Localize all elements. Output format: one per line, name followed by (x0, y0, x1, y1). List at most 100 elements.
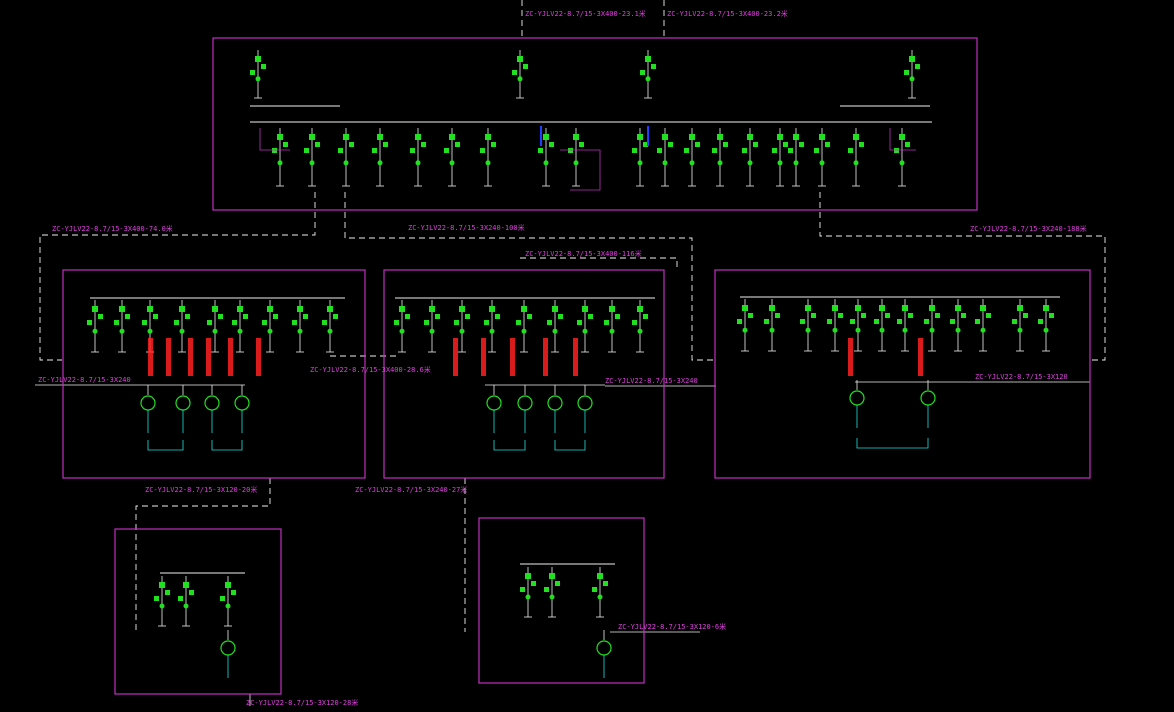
ct-symbol (555, 581, 560, 586)
ct-symbol (465, 314, 470, 319)
bottom-cabinet (592, 567, 608, 618)
mid-cabinet (454, 300, 470, 353)
transformer-icon (220, 640, 236, 656)
ct-symbol (775, 313, 780, 318)
lower-cabinet (410, 128, 426, 187)
ct-symbol (527, 314, 532, 319)
mid-cabinet (394, 300, 410, 353)
ct-symbol (512, 70, 517, 75)
transformer-icon (175, 395, 191, 411)
transformer-icon (517, 395, 533, 411)
breaker-symbol (255, 56, 261, 62)
ct-symbol (753, 142, 758, 147)
substation-frame-left (62, 269, 366, 479)
transformer (486, 385, 502, 433)
ct-symbol (273, 314, 278, 319)
ct-symbol (764, 319, 769, 324)
breaker-symbol (159, 582, 165, 588)
ct-symbol (577, 320, 582, 325)
meter-symbol (832, 327, 838, 333)
ct-symbol (811, 313, 816, 318)
mid-cabinet (1038, 299, 1054, 352)
red-feeder-tag (148, 338, 153, 376)
ct-symbol (986, 313, 991, 318)
cable-label-left-center: ZC-YJLV22-8.7/15-3X400-28.6米 (310, 365, 431, 374)
breaker-symbol (277, 134, 283, 140)
ct-symbol (772, 148, 777, 153)
lv-link-1 (147, 440, 184, 451)
ct-symbol (549, 142, 554, 147)
breaker-symbol (521, 306, 527, 312)
ct-symbol (904, 70, 909, 75)
ct-symbol (588, 314, 593, 319)
ct-symbol (558, 314, 563, 319)
ct-symbol (421, 142, 426, 147)
upper-cabinet (640, 50, 656, 99)
substation-frame-center (383, 269, 665, 479)
breaker-symbol (237, 306, 243, 312)
meter-symbol (902, 327, 908, 333)
meter-symbol (255, 76, 261, 82)
ct-symbol (283, 142, 288, 147)
breaker-symbol (645, 56, 651, 62)
red-feeder-tag (510, 338, 515, 376)
bottom-switchgear-cabinets (154, 567, 608, 627)
breaker-symbol (449, 134, 455, 140)
red-feeder-tag (573, 338, 578, 376)
lower-cabinet (272, 128, 288, 187)
ct-symbol (292, 320, 297, 325)
ct-symbol (783, 142, 788, 147)
meter-symbol (521, 328, 527, 334)
meter-symbol (980, 327, 986, 333)
ct-symbol (915, 64, 920, 69)
breaker-symbol (597, 573, 603, 579)
meter-symbol (237, 328, 243, 334)
meter-symbol (609, 328, 615, 334)
ct-symbol (480, 148, 485, 153)
metering-link-left (259, 128, 290, 151)
ct-symbol (304, 148, 309, 153)
ct-symbol (684, 148, 689, 153)
lower-cabinet (338, 128, 354, 187)
lower-cabinet (712, 128, 728, 187)
transformer-icon (204, 395, 220, 411)
main-substation-frame (212, 37, 978, 211)
cable-label-link-route: ZC-YJLV22-8.7/15-3X400-116米 (525, 249, 642, 258)
meter-symbol (637, 160, 643, 166)
meter-symbol (747, 160, 753, 166)
breaker-symbol (637, 134, 643, 140)
breaker-symbol (183, 582, 189, 588)
ct-symbol (788, 148, 793, 153)
ct-symbol (897, 319, 902, 324)
breaker-symbol (399, 306, 405, 312)
red-feeder-tag (228, 338, 233, 376)
cable-route-1 (39, 192, 316, 361)
transformer-icon (547, 395, 563, 411)
transformer (140, 385, 156, 433)
lower-cabinet (444, 128, 460, 187)
meter-symbol (853, 160, 859, 166)
cable-route-3 (819, 192, 1106, 361)
meter-symbol (485, 160, 491, 166)
mid-cabinet (577, 300, 593, 353)
bottom-cabinet (520, 567, 536, 618)
lower-cabinet (814, 128, 830, 187)
lower-cabinet (657, 128, 673, 187)
lv-link-4 (554, 440, 586, 451)
ct-symbol (232, 320, 237, 325)
ct-symbol (799, 142, 804, 147)
red-feeder-tag (543, 338, 548, 376)
meter-symbol (449, 160, 455, 166)
lv-link-3 (493, 440, 526, 451)
breaker-symbol (689, 134, 695, 140)
lower-cabinet (848, 128, 864, 187)
ct-symbol (303, 314, 308, 319)
meter-symbol (819, 160, 825, 166)
cable-label-right-out: ZC-YJLV22-8.7/15-3X120 (975, 373, 1068, 381)
lv-link-2 (211, 440, 243, 451)
breaker-symbol (742, 305, 748, 311)
ct-symbol (165, 590, 170, 595)
ct-symbol (742, 148, 747, 153)
ct-symbol (850, 319, 855, 324)
ct-symbol (643, 142, 648, 147)
